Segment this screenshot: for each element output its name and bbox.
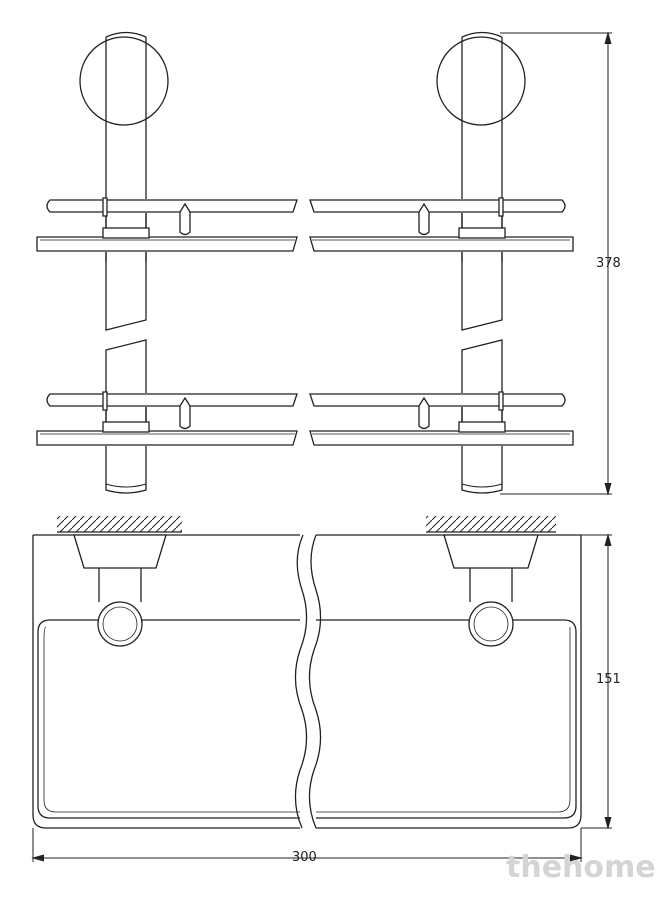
right-bracket-knob: [468, 601, 514, 647]
upper-shelf: [36, 197, 574, 262]
lower-right-holder: [458, 421, 506, 433]
lower-rail-right: [309, 393, 566, 407]
right-post-lower: [461, 339, 503, 494]
left-post-upper: [105, 130, 147, 331]
left-wall-hatch: [57, 516, 182, 532]
right-post-upper: [461, 130, 503, 331]
lower-rail-left: [46, 393, 298, 407]
width-dimension-label: 300: [292, 850, 317, 865]
lower-right-clip: [418, 396, 430, 430]
left-wall-plate: [73, 534, 167, 569]
right-post: [436, 31, 526, 494]
upper-right-holder: [458, 227, 506, 239]
right-wall-rosette: [436, 36, 526, 126]
height-dimension: [500, 31, 612, 496]
lower-shelf: [36, 391, 574, 446]
upper-right-clip: [418, 202, 430, 236]
lower-glass-left: [36, 430, 298, 446]
lower-left-holder: [102, 421, 150, 433]
watermark-logo: thehome: [506, 850, 656, 885]
width-dimension: [31, 828, 583, 862]
left-wall-rosette: [79, 36, 169, 126]
upper-left-holder: [102, 227, 150, 239]
break-line-right: [308, 534, 322, 829]
front-view: [36, 31, 574, 494]
depth-dimension-label: 151: [596, 672, 621, 687]
top-shelf-outline-left: [32, 535, 300, 829]
left-post: [79, 31, 169, 494]
break-line-left: [294, 534, 308, 829]
upper-rail-right: [309, 199, 566, 213]
upper-rail-left: [46, 199, 298, 213]
top-shelf-outline-right: [316, 535, 582, 829]
upper-left-clip: [179, 202, 191, 236]
upper-glass-left: [36, 236, 298, 252]
right-wall-hatch: [426, 516, 556, 532]
lower-left-clip: [179, 396, 191, 430]
height-dimension-label: 378: [596, 256, 621, 271]
depth-dimension: [581, 533, 612, 830]
left-post-lower: [105, 339, 147, 494]
left-bracket-knob: [97, 601, 143, 647]
top-rail-left: [37, 619, 300, 819]
top-view: [32, 516, 582, 829]
right-wall-plate: [443, 534, 539, 569]
top-rail-right: [316, 619, 577, 819]
